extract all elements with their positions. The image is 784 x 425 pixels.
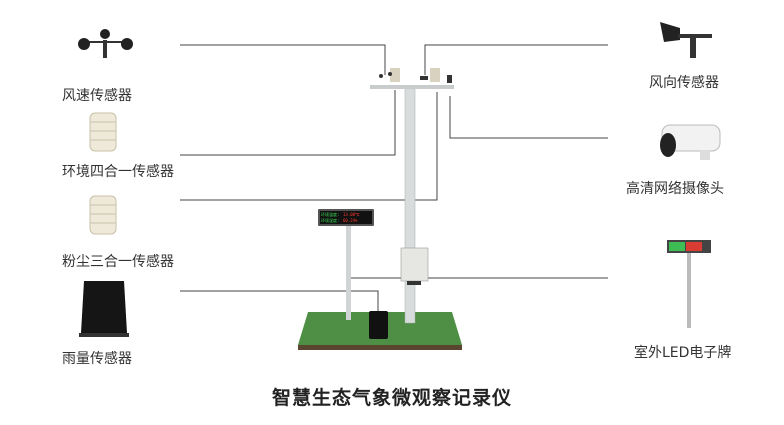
rain-gauge: [369, 311, 388, 339]
led-temp-value: 13.00℃: [343, 212, 360, 217]
label-four-in-one-sensor: 环境四合一传感器: [62, 164, 174, 180]
led-temp-label: 环境温度:: [321, 211, 339, 217]
led-sign-icon: [667, 240, 711, 328]
control-cabinet: [400, 247, 429, 282]
louvered-shield-sensor-icon: [89, 112, 117, 152]
led-hum-value: 60.24%: [343, 218, 358, 223]
top-sensors: [379, 68, 452, 83]
wind-vane-icon: [660, 22, 712, 58]
bullet-camera-icon: [660, 124, 721, 160]
anemometer-icon: [78, 29, 133, 58]
main-pole: [404, 87, 416, 324]
crossbar: [370, 85, 454, 89]
label-led-sign: 室外LED电子牌: [634, 345, 732, 361]
diagram-title: 智慧生态气象微观察记录仪: [271, 387, 512, 409]
label-hd-camera: 高清网络摄像头: [626, 181, 724, 197]
label-wind-speed-sensor: 风速传感器: [62, 88, 132, 104]
label-wind-direction-sensor: 风向传感器: [649, 75, 719, 91]
led-hum-label: 环境湿度:: [321, 217, 339, 223]
rain-gauge-icon: [79, 281, 129, 337]
connector-lines: [180, 44, 608, 312]
label-rain-sensor: 雨量传感器: [62, 351, 132, 367]
led-pole: [346, 225, 351, 320]
label-dust-sensor: 粉尘三合一传感器: [62, 254, 174, 270]
louvered-shield-sensor-icon: [89, 195, 117, 235]
led-sign-main: 环境温度: 13.00℃ 环境湿度: 60.24%: [318, 209, 374, 226]
